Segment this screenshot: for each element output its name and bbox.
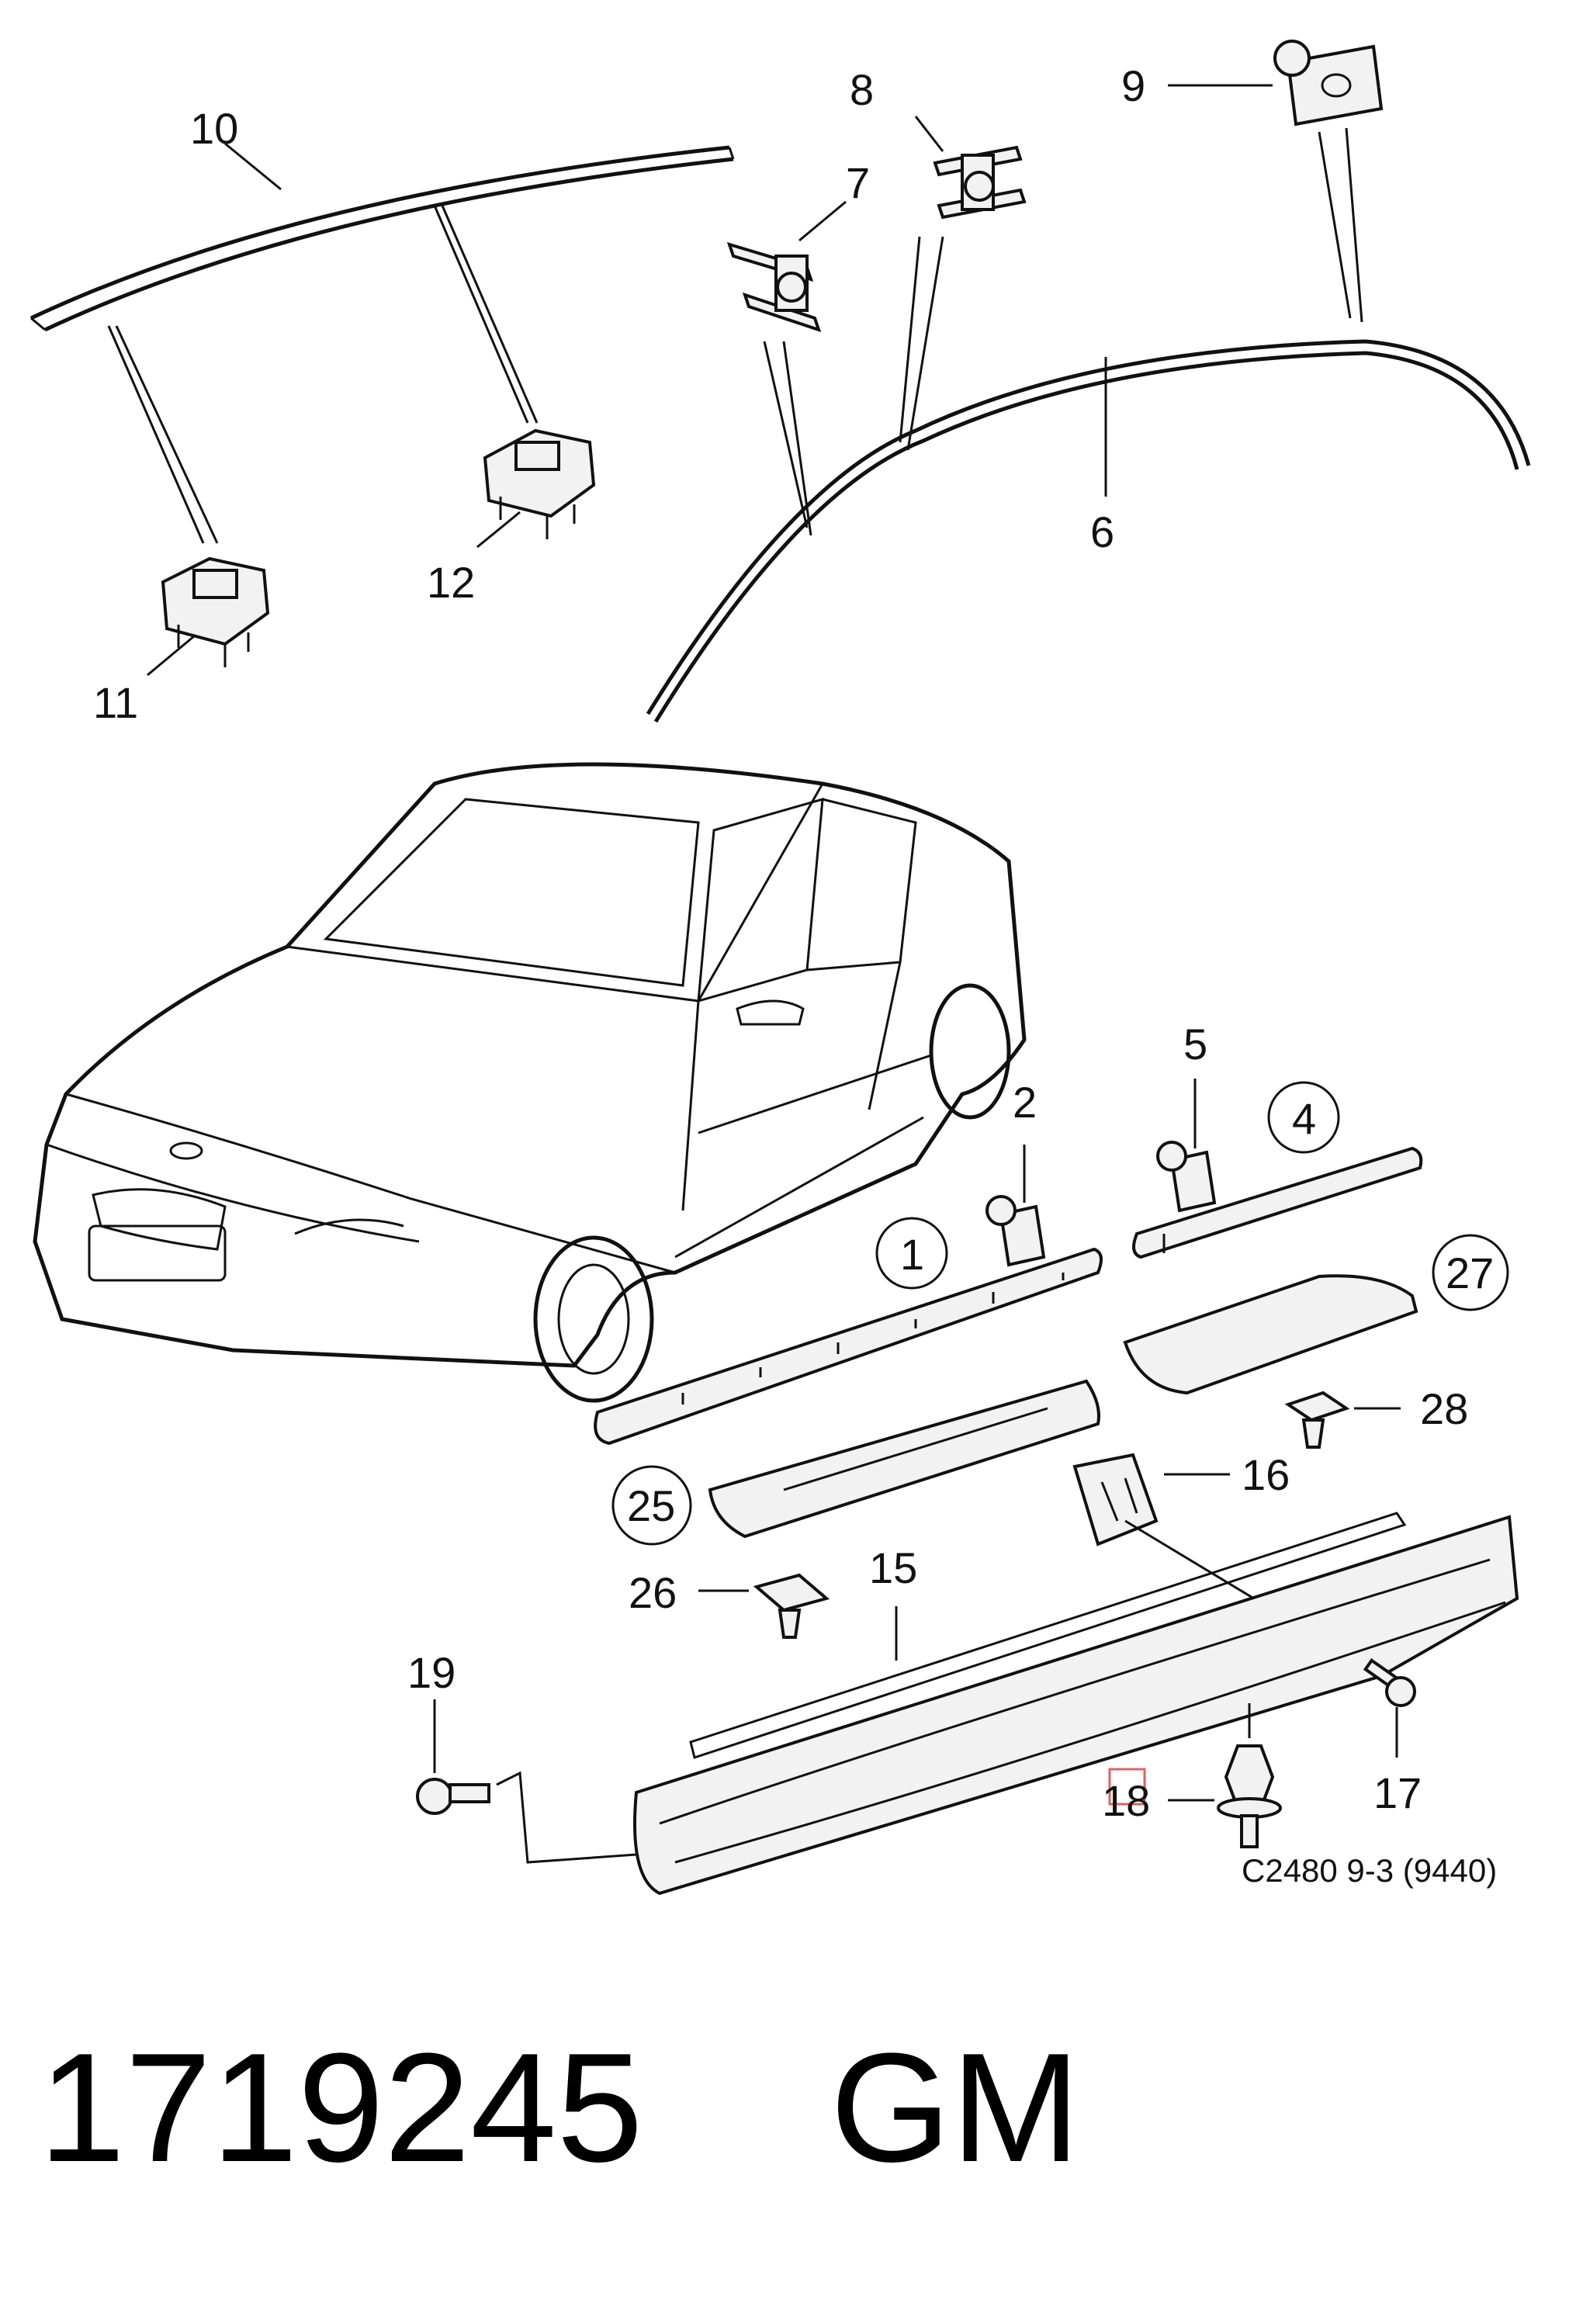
- leader-8: [914, 116, 944, 152]
- rocker-molding-1: [594, 1247, 1103, 1446]
- callout-5: 5: [1183, 1020, 1207, 1068]
- leader-10: [224, 142, 282, 191]
- door-frame-molding-6: [646, 339, 1531, 723]
- callout-18: 18: [1102, 1776, 1150, 1825]
- leader-12-arrow: [433, 205, 539, 424]
- bolt-19: [416, 1778, 490, 1815]
- clip-26: [753, 1573, 830, 1639]
- clip-8: [933, 145, 1027, 220]
- part-number: 1719245: [39, 2021, 643, 2194]
- sill-plate-25: [708, 1379, 1100, 1539]
- figure-code: C2480 9-3 (9440): [1242, 1852, 1497, 1889]
- callout-6: 6: [1090, 507, 1114, 556]
- car-illustration: [33, 762, 1027, 1403]
- screw-17: [1363, 1658, 1416, 1707]
- roof-molding-10: [29, 145, 735, 332]
- leader-12: [476, 511, 521, 549]
- leader-9-arrow: [1318, 127, 1363, 323]
- callout-1: 1: [900, 1230, 924, 1279]
- clip-12: [483, 428, 596, 539]
- callout-17: 17: [1373, 1768, 1422, 1817]
- clip-16: [1072, 1453, 1159, 1546]
- clip-28: [1284, 1391, 1350, 1449]
- rocker-molding-27: [1123, 1274, 1418, 1395]
- callout-16: 16: [1242, 1450, 1290, 1499]
- leader-19-path: [496, 1771, 637, 1864]
- callout-8: 8: [850, 65, 874, 114]
- clip-11: [161, 556, 270, 667]
- rocker-molding-4: [1132, 1146, 1423, 1259]
- callout-27: 27: [1446, 1249, 1494, 1297]
- callout-12: 12: [427, 558, 475, 607]
- callout-19: 19: [407, 1648, 456, 1697]
- clip-18: [1217, 1744, 1282, 1848]
- leader-7: [798, 200, 847, 242]
- callout-1-circle: [875, 1217, 948, 1290]
- clip-9: [1273, 40, 1384, 126]
- leader-11: [147, 635, 195, 677]
- callout-7: 7: [846, 158, 870, 207]
- highlight-box-18: [1108, 1768, 1146, 1806]
- callout-10: 10: [190, 104, 238, 153]
- callout-11: 11: [93, 678, 138, 727]
- callout-4: 4: [1292, 1094, 1316, 1143]
- leader-8-arrow: [899, 236, 944, 451]
- clip-7: [726, 241, 822, 333]
- brand-label: GM: [830, 2021, 1080, 2194]
- clip-5: [1156, 1141, 1217, 1213]
- side-sill-15: [633, 1512, 1519, 1896]
- callout-26: 26: [629, 1568, 677, 1617]
- leader-7-arrow: [763, 341, 812, 536]
- callout-25: 25: [627, 1481, 675, 1530]
- callout-28: 28: [1420, 1384, 1468, 1433]
- callout-2: 2: [1013, 1078, 1037, 1127]
- callout-9: 9: [1121, 61, 1145, 110]
- callout-27-circle: [1432, 1234, 1509, 1311]
- leader-11-arrow: [107, 325, 219, 544]
- callout-4-circle: [1267, 1081, 1340, 1154]
- callout-15: 15: [869, 1543, 917, 1592]
- clip-2: [985, 1195, 1046, 1267]
- callout-25-circle: [611, 1465, 692, 1546]
